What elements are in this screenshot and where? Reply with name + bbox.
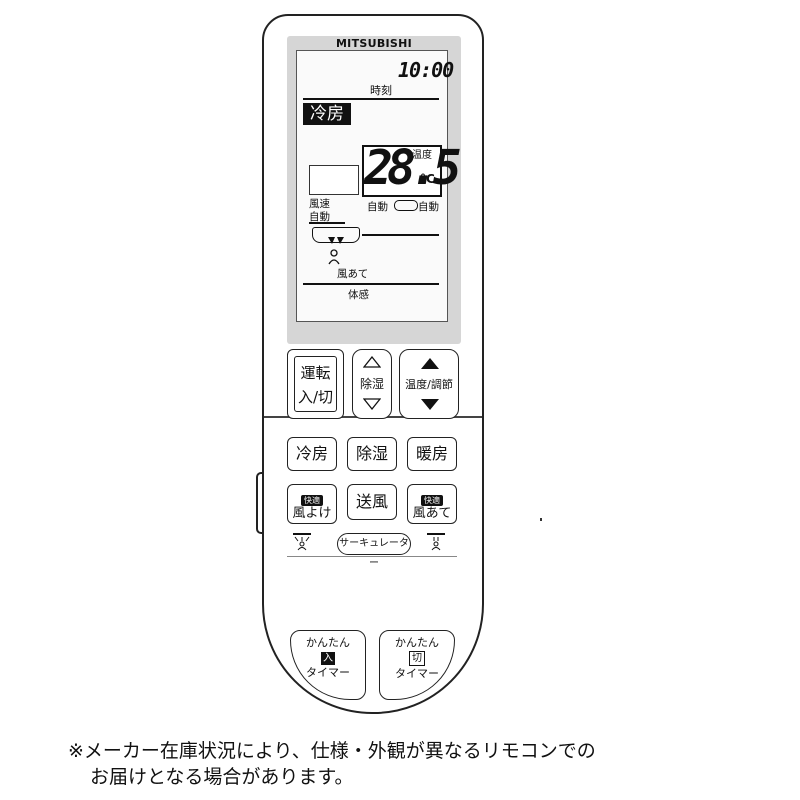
unit-airflow-icon: [312, 227, 360, 243]
triangle-down-outline-icon: [363, 398, 381, 410]
timer-off-label-1: かんたん: [395, 636, 439, 649]
disclaimer-line-2: お届けとなる場合があります。: [90, 766, 354, 788]
temperature-display: 28.5: [364, 140, 462, 196]
fan-button[interactable]: 送風: [347, 484, 397, 520]
brand-logo: MITSUBISHI: [335, 37, 413, 50]
temperature-adjust-button[interactable]: 温度/調節: [399, 349, 459, 419]
dehumidify-adjust-label: 除湿: [359, 377, 384, 391]
mode-indicator: 冷房: [303, 103, 351, 125]
comfort-tag: 快適: [421, 495, 443, 506]
fan-speed-bar: [309, 222, 345, 224]
sensation-label: 体感: [348, 289, 369, 301]
vane-left-label: 自動: [367, 201, 388, 213]
triangle-up-outline-icon: [363, 356, 381, 368]
lcd-divider: [303, 98, 439, 100]
temperature-box: [362, 145, 442, 197]
avoid-airflow-person-icon: [293, 533, 311, 551]
temperature-unit: °C: [420, 172, 435, 186]
power-button-label-1: 運転: [300, 364, 331, 382]
vane-icon: [394, 200, 418, 211]
direct-airflow-person-icon: [427, 533, 445, 551]
airflow-direct-label: 風あて: [337, 268, 369, 280]
off-glyph: 切: [409, 651, 425, 666]
circulator-button[interactable]: サーキュレーター: [337, 533, 411, 569]
side-tab: [256, 472, 266, 534]
easy-off-timer-button[interactable]: かんたん 切 タイマー: [379, 630, 455, 700]
power-button-label-2: 入/切: [297, 388, 334, 406]
direct-airflow-button[interactable]: 快適 風あて: [407, 484, 457, 524]
airflow-divider: [362, 234, 439, 236]
person-icon: [328, 249, 340, 265]
direct-airflow-label: 風あて: [412, 506, 452, 521]
timer-on-label-2: タイマー: [306, 666, 350, 679]
fan-speed-value: 自動: [309, 211, 330, 223]
triangle-up-icon: [421, 358, 439, 369]
button-area-divider: [287, 556, 457, 557]
avoid-airflow-label: 風よけ: [292, 506, 332, 521]
fan-speed-label: 風速: [309, 198, 330, 210]
triangle-down-icon: [421, 399, 439, 410]
vane-right-label: 自動: [418, 201, 439, 213]
stray-mark: [540, 518, 542, 521]
power-button-frame: [294, 356, 337, 412]
clock-display: 10:00: [398, 58, 454, 82]
airflow-arrows-icon: [328, 237, 344, 244]
clock-label: 時刻: [370, 84, 392, 97]
timer-off-label-2: タイマー: [395, 667, 439, 680]
power-button[interactable]: 運転 入/切: [287, 349, 344, 419]
disclaimer-line-1: ※メーカー在庫状況により、仕様・外観が異なるリモコンでの: [68, 740, 596, 762]
avoid-airflow-button[interactable]: 快適 風よけ: [287, 484, 337, 524]
temperature-adjust-label: 温度/調節: [405, 378, 453, 391]
dehumidify-adjust-button[interactable]: 除湿: [352, 349, 392, 419]
comfort-tag: 快適: [301, 495, 323, 506]
cool-button[interactable]: 冷房: [287, 437, 337, 471]
on-glyph: 入: [321, 652, 335, 665]
heat-button[interactable]: 暖房: [407, 437, 457, 471]
humidity-segment-box: [309, 165, 359, 195]
timer-on-label-1: かんたん: [306, 636, 350, 649]
lcd-bottom-divider: [303, 283, 439, 285]
temperature-label: 温度: [412, 150, 432, 161]
dry-button[interactable]: 除湿: [347, 437, 397, 471]
easy-on-timer-button[interactable]: かんたん 入 タイマー: [290, 630, 366, 700]
